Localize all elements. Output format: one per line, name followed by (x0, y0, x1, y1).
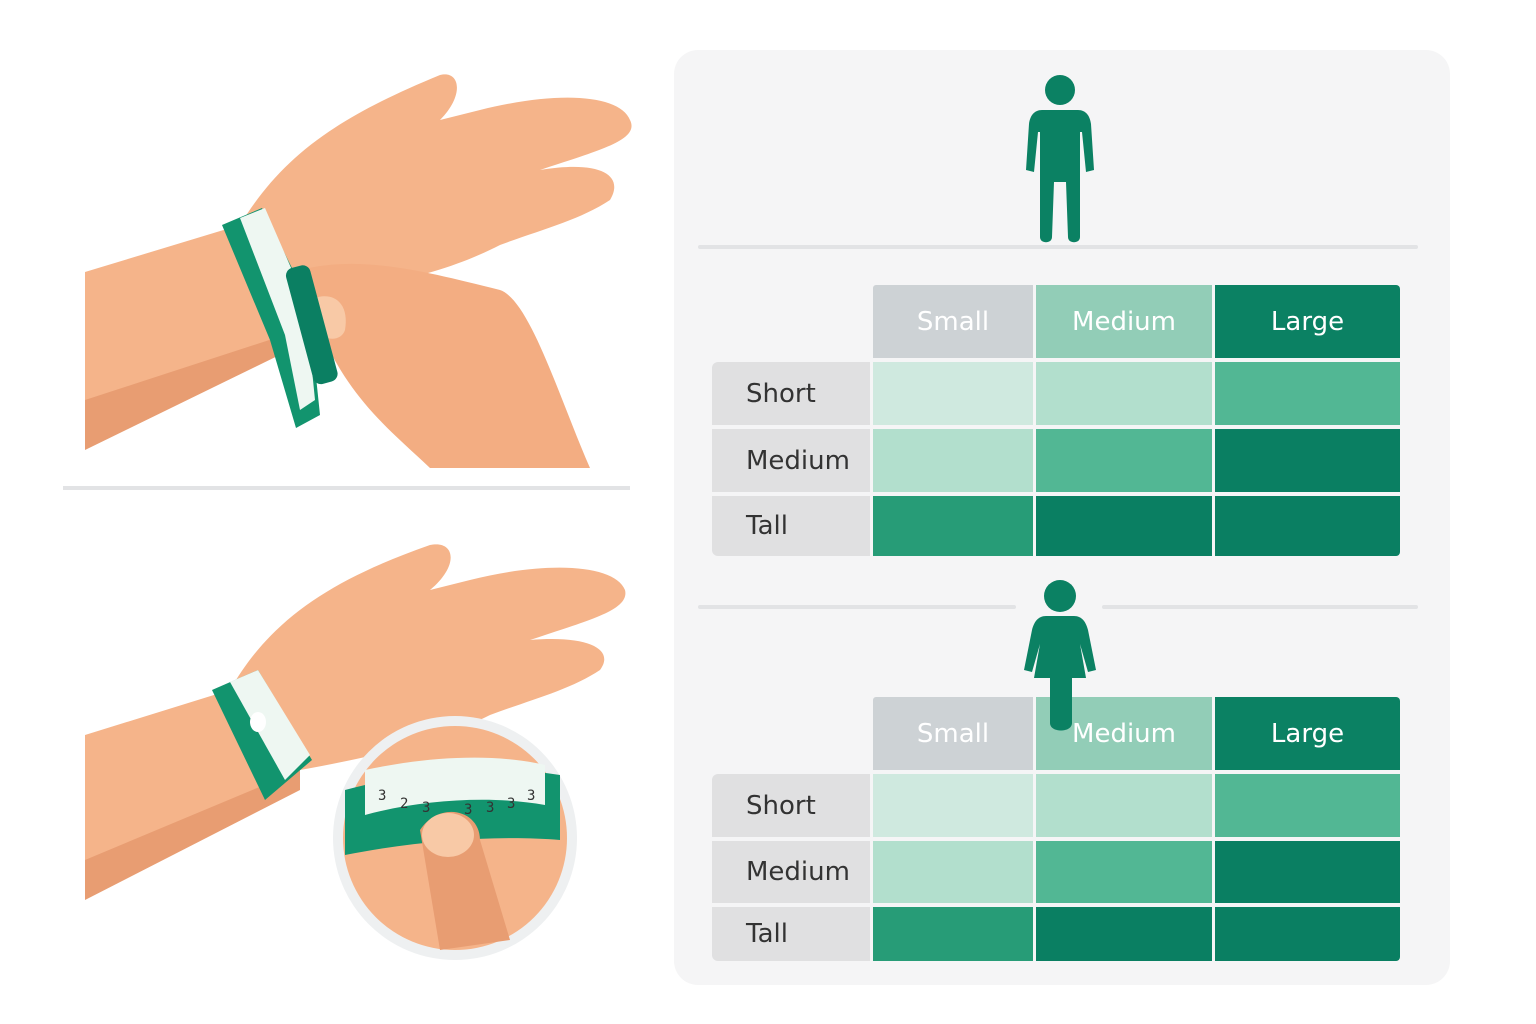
tape-number: 3 (464, 802, 472, 818)
size-cell-medium-large (1215, 429, 1400, 492)
column-header-large: Large (1215, 697, 1400, 770)
male-figure-icon (1026, 75, 1094, 243)
column-header-large: Large (1215, 285, 1400, 358)
size-cell-tall-large (1215, 907, 1400, 961)
row-label-tall: Tall (712, 496, 870, 556)
divider (698, 605, 1016, 609)
column-header-small: Small (873, 697, 1033, 770)
magnifier-closeup: 3 2 3 3 3 3 3 (333, 716, 577, 960)
size-cell-tall-medium (1036, 907, 1212, 961)
row-label-medium: Medium (712, 429, 870, 492)
tape-number: 3 (527, 788, 535, 804)
row-label-short: Short (712, 774, 870, 837)
size-cell-medium-medium (1036, 841, 1212, 903)
size-cell-tall-large (1215, 496, 1400, 556)
hand-with-tape-bottom (85, 544, 626, 900)
size-cell-medium-medium (1036, 429, 1212, 492)
divider (698, 245, 1418, 249)
hand-measuring-wrist-top (85, 74, 632, 468)
row-label-medium: Medium (712, 841, 870, 903)
size-cell-medium-small (873, 429, 1033, 492)
size-cell-medium-small (873, 841, 1033, 903)
size-cell-short-medium (1036, 774, 1212, 837)
size-cell-tall-small (873, 496, 1033, 556)
size-cell-short-medium (1036, 362, 1212, 425)
size-cell-short-large (1215, 362, 1400, 425)
female-figure-icon (1024, 580, 1096, 731)
tape-number: 3 (378, 788, 386, 804)
tape-number: 3 (507, 796, 515, 812)
tape-number: 3 (486, 800, 494, 816)
size-cell-medium-large (1215, 841, 1400, 903)
size-cell-tall-small (873, 907, 1033, 961)
column-header-medium: Medium (1036, 285, 1212, 358)
wrist-measuring-illustration: 3 2 3 3 3 3 3 (63, 74, 632, 960)
size-cell-short-small (873, 774, 1033, 837)
size-cell-tall-medium (1036, 496, 1212, 556)
row-label-short: Short (712, 362, 870, 425)
tape-number: 3 (422, 800, 430, 816)
size-cell-short-small (873, 362, 1033, 425)
size-cell-short-large (1215, 774, 1400, 837)
column-header-small: Small (873, 285, 1033, 358)
tape-number: 2 (400, 796, 408, 812)
row-label-tall: Tall (712, 907, 870, 961)
divider (1102, 605, 1418, 609)
